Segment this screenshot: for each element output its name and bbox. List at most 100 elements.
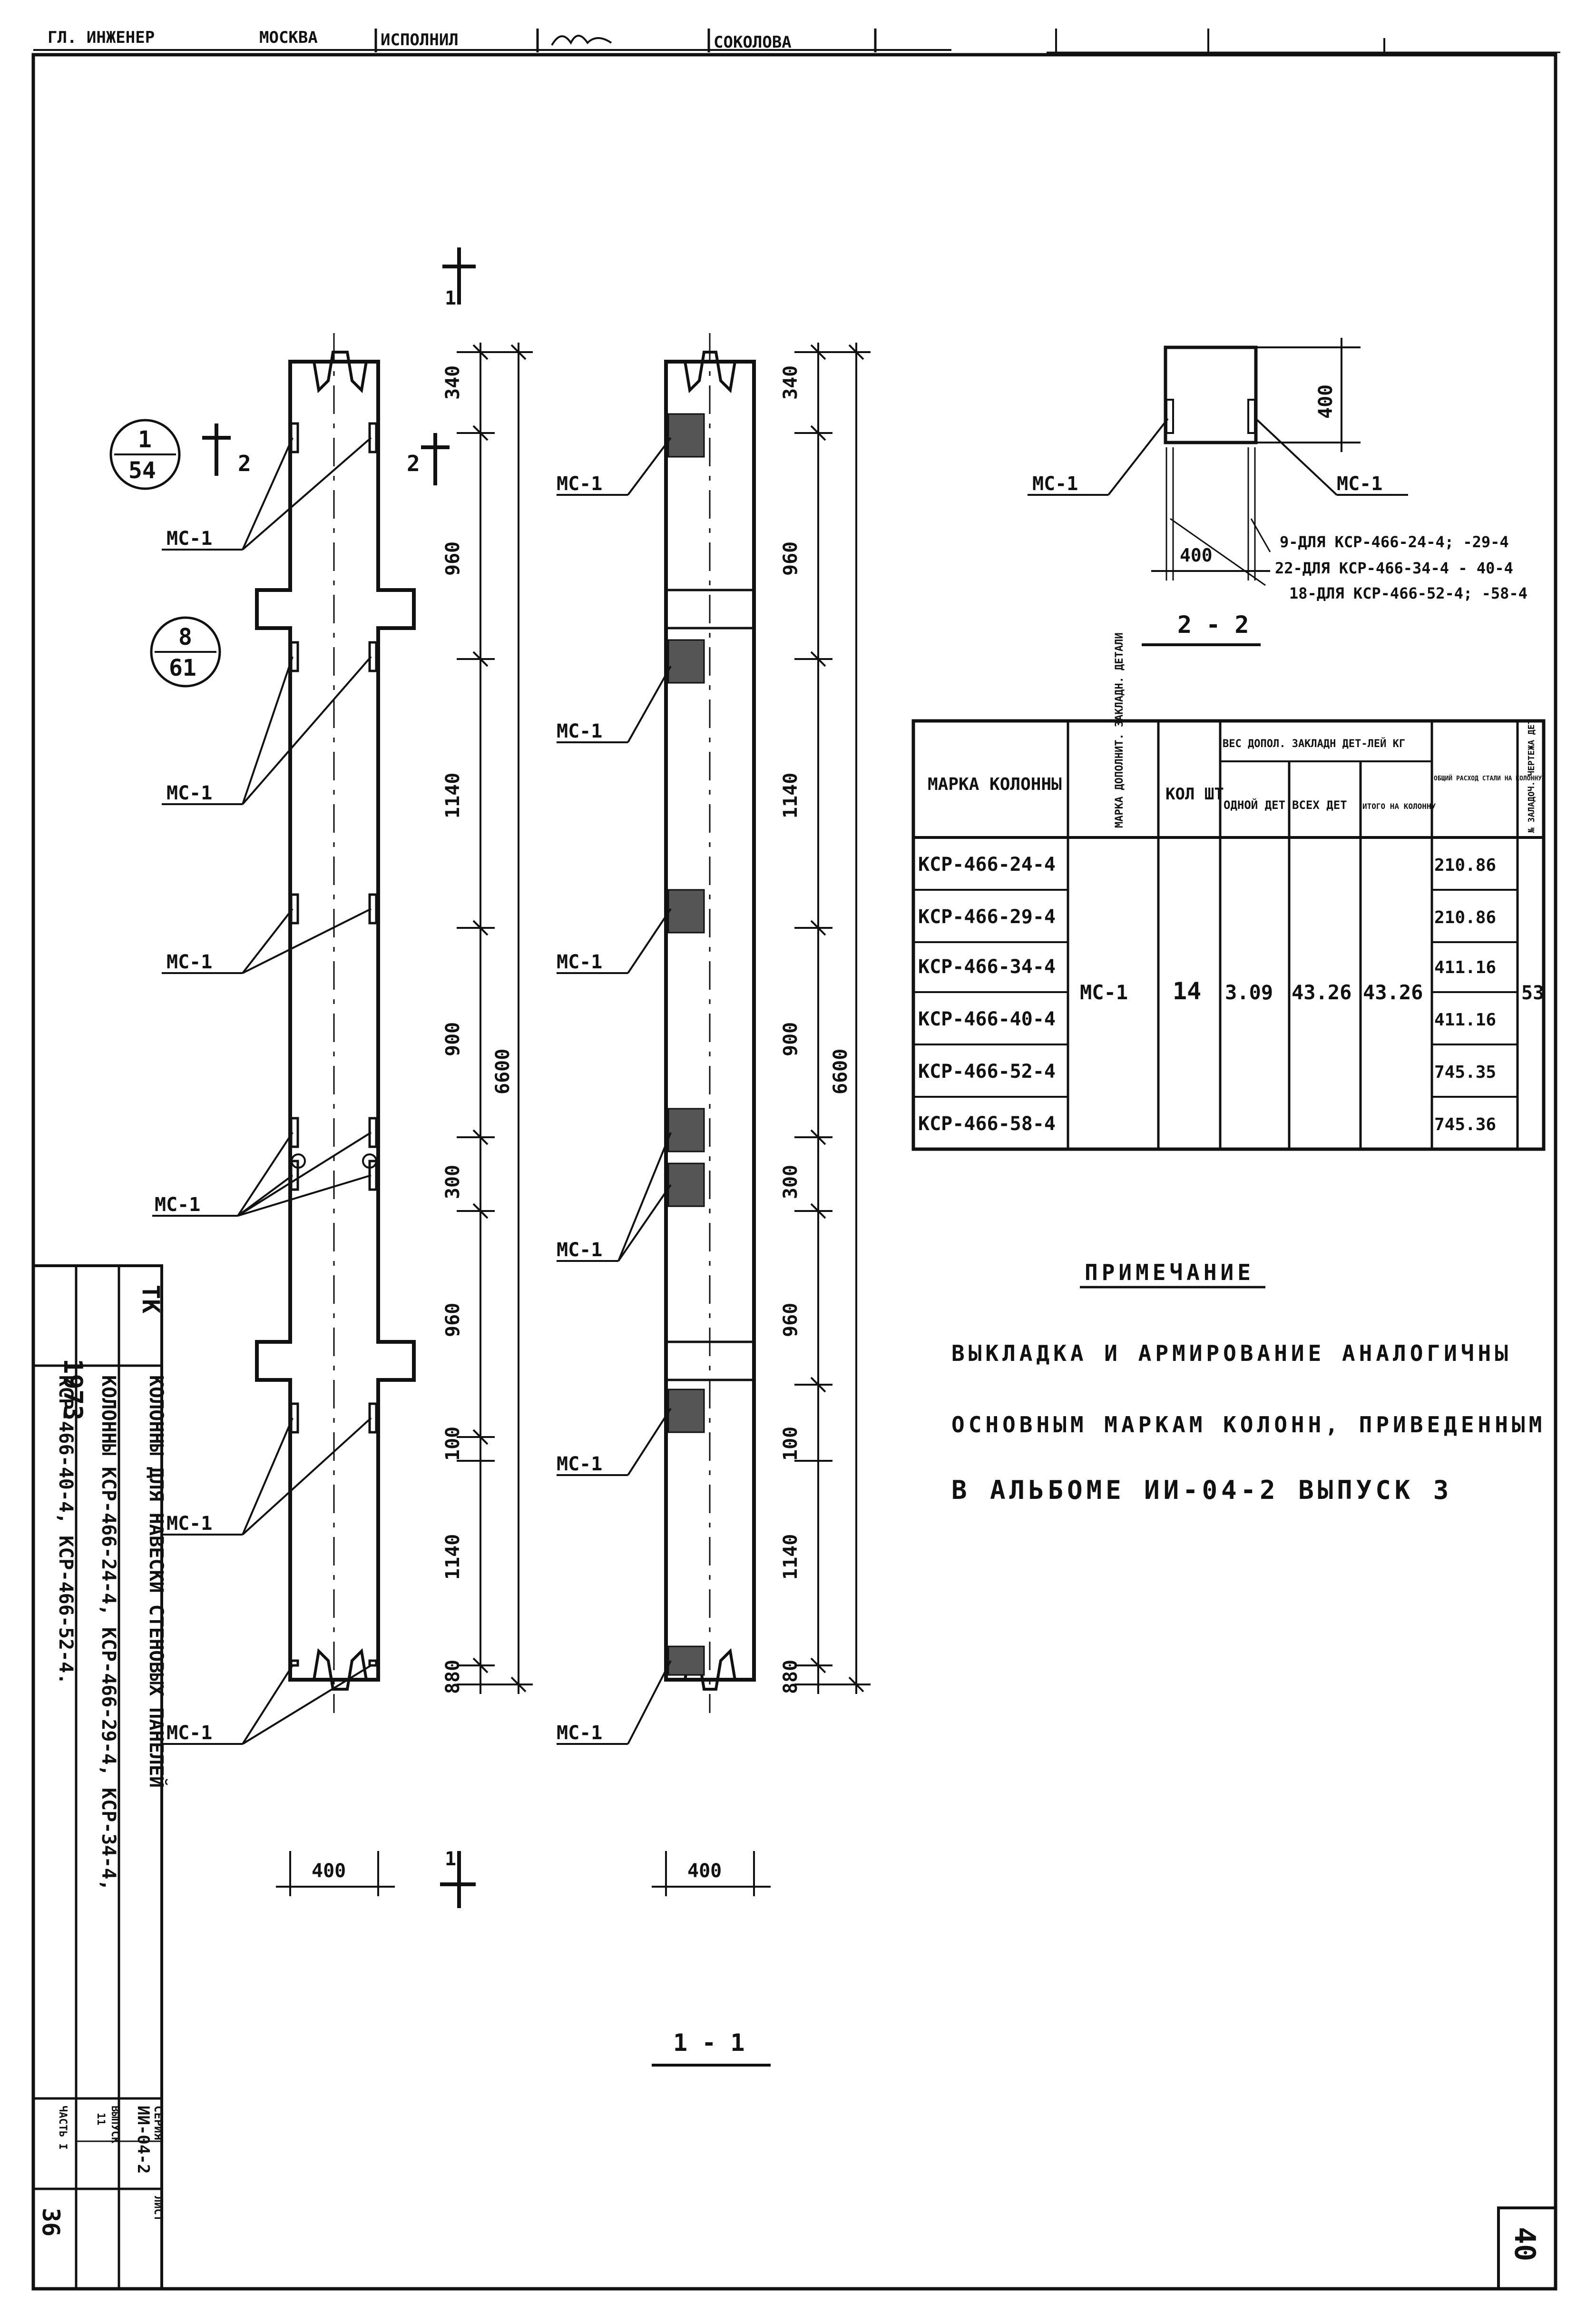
svg-text:340: 340 [442,365,464,400]
svg-text:2: 2 [238,451,251,476]
tb-part-label: ЧАСТЬ I [57,2106,69,2150]
title-block: 1973 ТК КОЛОННЫ ДЛЯ НАВЕСКИ СТЕНОВЫХ ПАН… [32,1264,168,2290]
svg-text:2: 2 [407,451,420,476]
part-label: МС-1 [1032,473,1078,495]
section-title-1-1: 1 - 1 [652,2029,771,2067]
part-label: МС-1 [166,951,212,973]
tb-title-3: КСР-466-40-4, КСР-466-52-4. [55,1375,77,1684]
svg-text:1140: 1140 [780,1534,802,1580]
section-note-3: 18-ДЛЯ КСР-466-52-4; -58-4 [1289,584,1527,602]
part-label: МС-1 [557,1722,602,1744]
svg-text:900: 900 [442,1022,464,1056]
top-strip: ГЛ. ИНЖЕНЕР МОСКВА ИСПОЛНИЛ СОКОЛОВА [48,28,1385,52]
tb-year: 1973 [58,1359,88,1420]
row-mark: КСР-466-40-4 [918,1008,1056,1030]
header-drawing: № ЗАЛАДОЧ. ЧЕРТЕЖА ДЕТ [1527,719,1537,833]
tb-sheet: 36 [37,2208,65,2236]
note-line-1: ВЫКЛАДКА И АРМИРОВАНИЕ АНАЛОГИЧНЫ [951,1340,1512,1366]
spec-table: МАРКА КОЛОННЫ МАРКА ДОПОЛНИТ. ЗАКЛАДН. Д… [911,632,1546,1151]
svg-text:960: 960 [780,1303,802,1337]
svg-text:1 - 1: 1 - 1 [673,2029,745,2057]
shared-part: МС-1 [1080,981,1128,1004]
svg-text:900: 900 [780,1022,802,1056]
svg-text:880: 880 [442,1660,464,1694]
labels-section: МС-1 МС-1 МС-1 МС-1 МС-1 МС-1 [557,473,602,1744]
leaders-left [152,437,372,1745]
callout-2: 8 61 [150,616,221,688]
tb-org: ТК [137,1285,165,1313]
embedded-plates-left [290,422,378,1667]
svg-text:880: 880 [780,1660,802,1694]
row-steel: 411.16 [1434,1010,1496,1030]
section-note-1: 9-ДЛЯ КСР-466-24-4; -29-4 [1280,533,1509,551]
svg-text:400: 400 [1180,545,1213,566]
part-label: МС-1 [557,473,602,495]
part-label: МС-1 [166,1513,212,1535]
svg-text:300: 300 [780,1165,802,1199]
svg-text:1140: 1140 [442,773,464,818]
svg-text:340: 340 [780,365,802,400]
row-mark: КСР-466-29-4 [918,906,1056,928]
tb-series-label: СЕРИЯ [152,2106,165,2140]
svg-text:2 - 2: 2 - 2 [1177,611,1249,639]
cut-mark-1-bottom: 1 [440,1848,476,1908]
row-steel: 411.16 [1434,958,1496,977]
embedded-plates-hatched [667,413,705,1676]
header-part-mark: МАРКА ДОПОЛНИТ. ЗАКЛАДН. ДЕТАЛИ [1114,632,1126,828]
column-bottom-notch [290,1648,378,1691]
part-label: МС-1 [166,782,212,804]
part-label: МС-1 [1337,473,1382,495]
note-line-3: В АЛЬБОМЕ ИИ-04-2 ВЫПУСК 3 [951,1475,1452,1505]
section-note-2: 22-ДЛЯ КСР-466-34-4 - 40-4 [1275,559,1513,577]
labels-left: МС-1 МС-1 МС-1 МС-1 МС-1 МС-1 [155,528,212,1744]
header-weight: ВЕС ДОПОЛ. ЗАКЛАДН ДЕТ-ЛЕЙ КГ [1223,738,1405,750]
svg-text:1: 1 [445,287,456,309]
leaders-section [557,437,672,1745]
row-mark: КСР-466-58-4 [918,1113,1056,1135]
column-elevation [255,333,416,1713]
header-qty: КОЛ ШТ [1165,785,1224,804]
svg-text:400: 400 [687,1860,722,1882]
callout-num: 1 [138,426,152,453]
header-mark: МАРКА КОЛОННЫ [928,775,1062,794]
width-dim-left: 400 [276,1851,395,1896]
note-title: ПРИМЕЧАНИЕ [1085,1260,1254,1285]
tb-issue: 11 [95,2113,107,2126]
row-steel: 745.36 [1434,1115,1496,1134]
part-label: МС-1 [557,951,602,973]
dimension-values-section: 340 960 1140 900 300 960 100 1140 880 66… [780,365,852,1694]
section-2-2: 400 МС-1 МС-1 400 9-ДЛЯ КСР-466-24-4; -2… [1028,338,1527,646]
sheet-frame [31,53,1557,2291]
svg-text:300: 300 [442,1165,464,1199]
shared-one: 3.09 [1225,981,1273,1004]
tb-sheet-label: ЛИСТ [152,2196,164,2221]
row-steel: 210.86 [1434,908,1496,927]
callout-sheet: 61 [169,655,196,681]
cut-mark-2-right: 2 [407,433,450,485]
part-label: МС-1 [557,1239,602,1261]
top-strip-left: ГЛ. ИНЖЕНЕР [48,28,155,47]
callout-num: 8 [178,624,192,650]
top-strip-role: ИСПОЛНИЛ [381,30,459,49]
part-label: МС-1 [557,720,602,742]
part-label: МС-1 [557,1453,602,1475]
top-strip-city: МОСКВА [259,28,318,47]
shared-total: 43.26 [1363,981,1423,1004]
row-mark: КСР-466-34-4 [918,956,1056,978]
column-outline [255,360,416,1682]
cut-mark-2-left: 2 [202,423,251,476]
note-block: ПРИМЕЧАНИЕ ВЫКЛАДКА И АРМИРОВАНИЕ АНАЛОГ… [951,1260,1546,1505]
note-line-2: ОСНОВНЫМ МАРКАМ КОЛОНН, ПРИВЕДЕННЫМ [951,1412,1546,1438]
row-mark: КСР-466-24-4 [918,854,1056,876]
page-number: 40 [1508,2227,1541,2261]
svg-text:1140: 1140 [780,773,802,818]
svg-text:6600: 6600 [830,1049,852,1094]
header-all: ВСЕХ ДЕТ [1292,798,1347,812]
signature-mark [551,35,612,46]
callout-1: 1 54 [109,419,181,490]
part-label: МС-1 [166,528,212,550]
shared-qty: 14 [1173,977,1201,1005]
cut-mark-1-top: 1 [442,247,476,309]
svg-text:960: 960 [442,1303,464,1337]
